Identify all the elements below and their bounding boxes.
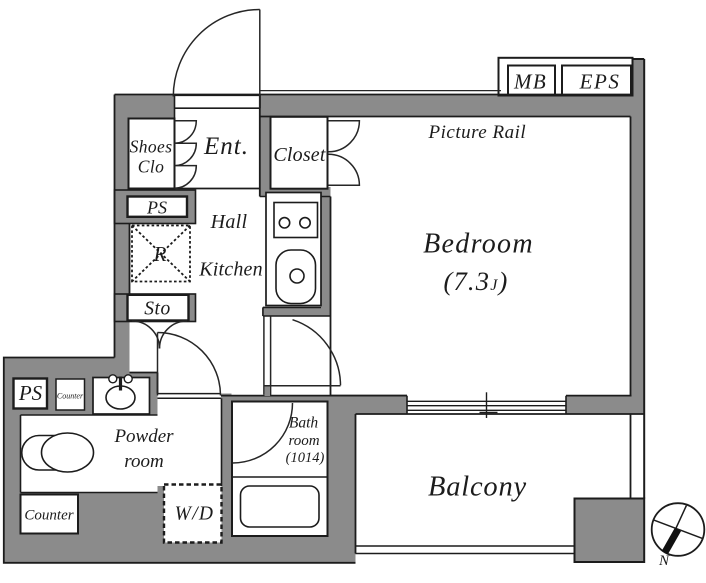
svg-text:Balcony: Balcony <box>428 472 527 503</box>
svg-text:Bedroom: Bedroom <box>423 229 534 260</box>
svg-text:R: R <box>153 242 167 266</box>
svg-text:Ent.: Ent. <box>203 133 249 160</box>
svg-text:Sto: Sto <box>144 299 170 320</box>
svg-text:PS: PS <box>18 381 43 405</box>
svg-text:Closet: Closet <box>273 144 326 166</box>
svg-text:Kitchen: Kitchen <box>198 259 263 281</box>
svg-text:Clo: Clo <box>138 157 165 177</box>
svg-text:PS: PS <box>146 198 167 218</box>
svg-text:Shoes: Shoes <box>130 137 173 157</box>
svg-text:Hall: Hall <box>210 211 248 233</box>
svg-text:Powder: Powder <box>113 426 174 447</box>
svg-text:(7.3J): (7.3J) <box>443 266 508 296</box>
svg-text:room: room <box>124 451 163 472</box>
svg-text:Counter: Counter <box>24 508 73 524</box>
svg-text:Counter: Counter <box>57 392 84 401</box>
svg-text:N: N <box>658 553 670 569</box>
svg-text:(1014): (1014) <box>286 450 325 466</box>
svg-text:W/D: W/D <box>175 504 215 525</box>
svg-text:room: room <box>288 433 319 449</box>
svg-text:EPS: EPS <box>579 70 621 94</box>
svg-text:MB: MB <box>513 70 547 94</box>
svg-text:Picture Rail: Picture Rail <box>428 122 527 143</box>
svg-text:Bath: Bath <box>289 415 319 432</box>
